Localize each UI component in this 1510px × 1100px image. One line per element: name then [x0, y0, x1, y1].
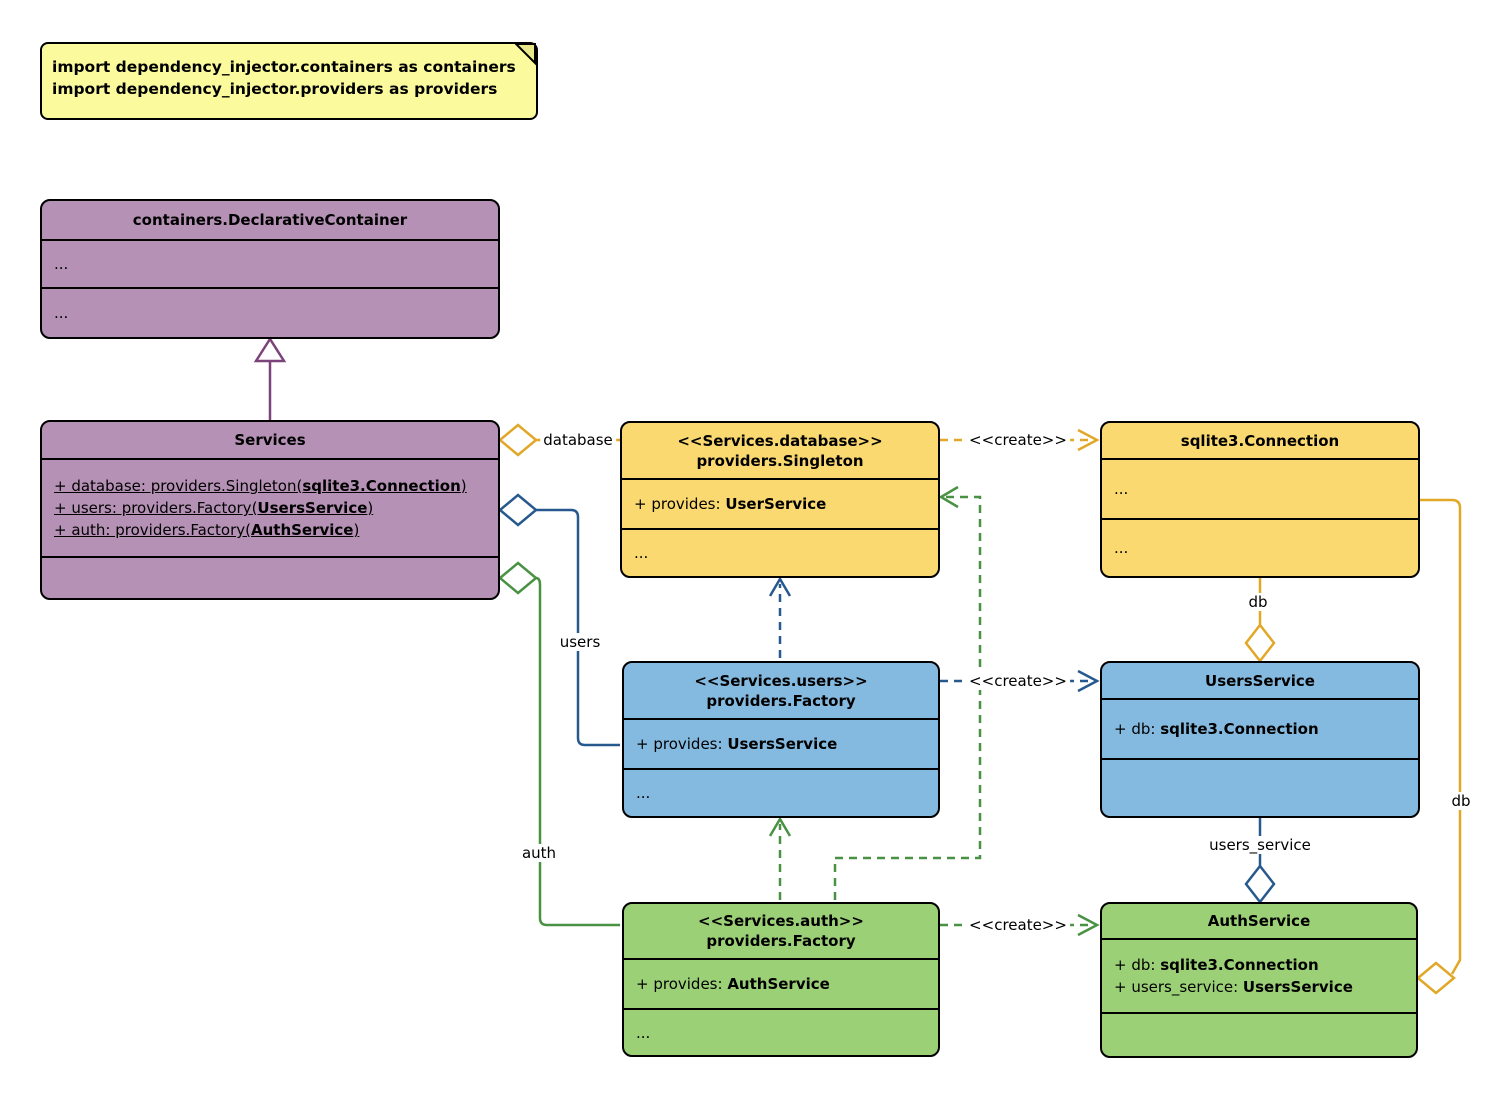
- note-line-1: import dependency_injector.containers as…: [52, 58, 516, 76]
- edge-label-db-mid: db: [1245, 593, 1271, 611]
- attribute-auth: + auth: providers.Factory(AuthService): [54, 521, 360, 539]
- note-fold-corner: [514, 43, 536, 66]
- import-note: import dependency_injector.containers as…: [40, 42, 538, 120]
- attribute-users: + users: providers.Factory(UsersService): [54, 499, 374, 517]
- edge-auth-aggregation: [498, 561, 620, 927]
- edge-label-database: database: [540, 431, 616, 449]
- class-stereotype: <<Services.auth>>: [698, 912, 864, 930]
- class-auth-factory: <<Services.auth>> providers.Factory + pr…: [622, 902, 940, 1057]
- attribute-db: + db: sqlite3.Connection: [1114, 956, 1319, 974]
- attribute-database: + database: providers.Singleton(sqlite3.…: [54, 477, 467, 495]
- edge-label-create-connection: <<create>>: [966, 431, 1070, 449]
- class-compartment: ...: [636, 1023, 651, 1042]
- class-users-factory: <<Services.users>> providers.Factory + p…: [622, 661, 940, 818]
- note-line-2: import dependency_injector.providers as …: [52, 80, 498, 98]
- class-compartment-empty: [1102, 760, 1418, 816]
- edge-generalization: [253, 336, 287, 420]
- class-users-service: UsersService + db: sqlite3.Connection: [1100, 661, 1420, 818]
- class-compartment: ...: [42, 241, 498, 289]
- class-title: containers.DeclarativeContainer: [42, 201, 498, 241]
- class-compartment: ...: [634, 544, 649, 562]
- class-declarative-container: containers.DeclarativeContainer ... ...: [40, 199, 500, 339]
- class-title: AuthService: [1102, 904, 1416, 940]
- edge-db-authservice: [1416, 498, 1462, 995]
- class-compartment-empty: [1102, 1014, 1416, 1056]
- edge-users-aggregation: [498, 493, 620, 747]
- class-compartment: ...: [636, 784, 651, 802]
- class-compartment: ...: [1102, 460, 1418, 520]
- class-title: providers.Factory: [706, 691, 856, 710]
- class-title: Services: [42, 422, 498, 460]
- attribute-users-service: + users_service: UsersService: [1114, 978, 1353, 996]
- class-stereotype: <<Services.database>>: [677, 431, 883, 450]
- edge-label-create-authservice: <<create>>: [966, 916, 1070, 934]
- edge-label-users-service: users_service: [1206, 836, 1314, 854]
- class-database-singleton: <<Services.database>> providers.Singleto…: [620, 421, 940, 578]
- class-auth-service: AuthService + db: sqlite3.Connection + u…: [1100, 902, 1418, 1058]
- edge-label-db-right: db: [1448, 792, 1474, 810]
- attribute-provides: + provides: UsersService: [636, 735, 838, 753]
- class-title: providers.Factory: [706, 932, 856, 950]
- edge-label-auth: auth: [518, 844, 560, 862]
- class-title: UsersService: [1102, 663, 1418, 700]
- class-stereotype: <<Services.users>>: [694, 671, 868, 690]
- edge-db-usersservice: [1244, 578, 1276, 664]
- class-sqlite-connection: sqlite3.Connection ... ...: [1100, 421, 1420, 578]
- class-compartment-empty: [42, 558, 498, 598]
- edge-label-create-usersservice: <<create>>: [966, 672, 1070, 690]
- class-title: providers.Singleton: [696, 451, 864, 470]
- edge-dep-usersfactory-singleton: [768, 576, 792, 658]
- edge-dep-authfactory-usersfactory: [768, 816, 792, 900]
- class-title: sqlite3.Connection: [1102, 423, 1418, 460]
- attribute-provides: + provides: UserService: [634, 495, 827, 513]
- class-services: Services + database: providers.Singleton…: [40, 420, 500, 600]
- edge-dep-authfactory-singleton: [833, 485, 982, 900]
- attribute-provides: + provides: AuthService: [636, 975, 830, 993]
- edge-label-users: users: [556, 633, 604, 651]
- edge-usersservice-authservice: [1244, 818, 1276, 905]
- class-compartment: ...: [54, 304, 69, 322]
- attribute-db: + db: sqlite3.Connection: [1114, 720, 1319, 738]
- class-compartment: ...: [1114, 539, 1129, 557]
